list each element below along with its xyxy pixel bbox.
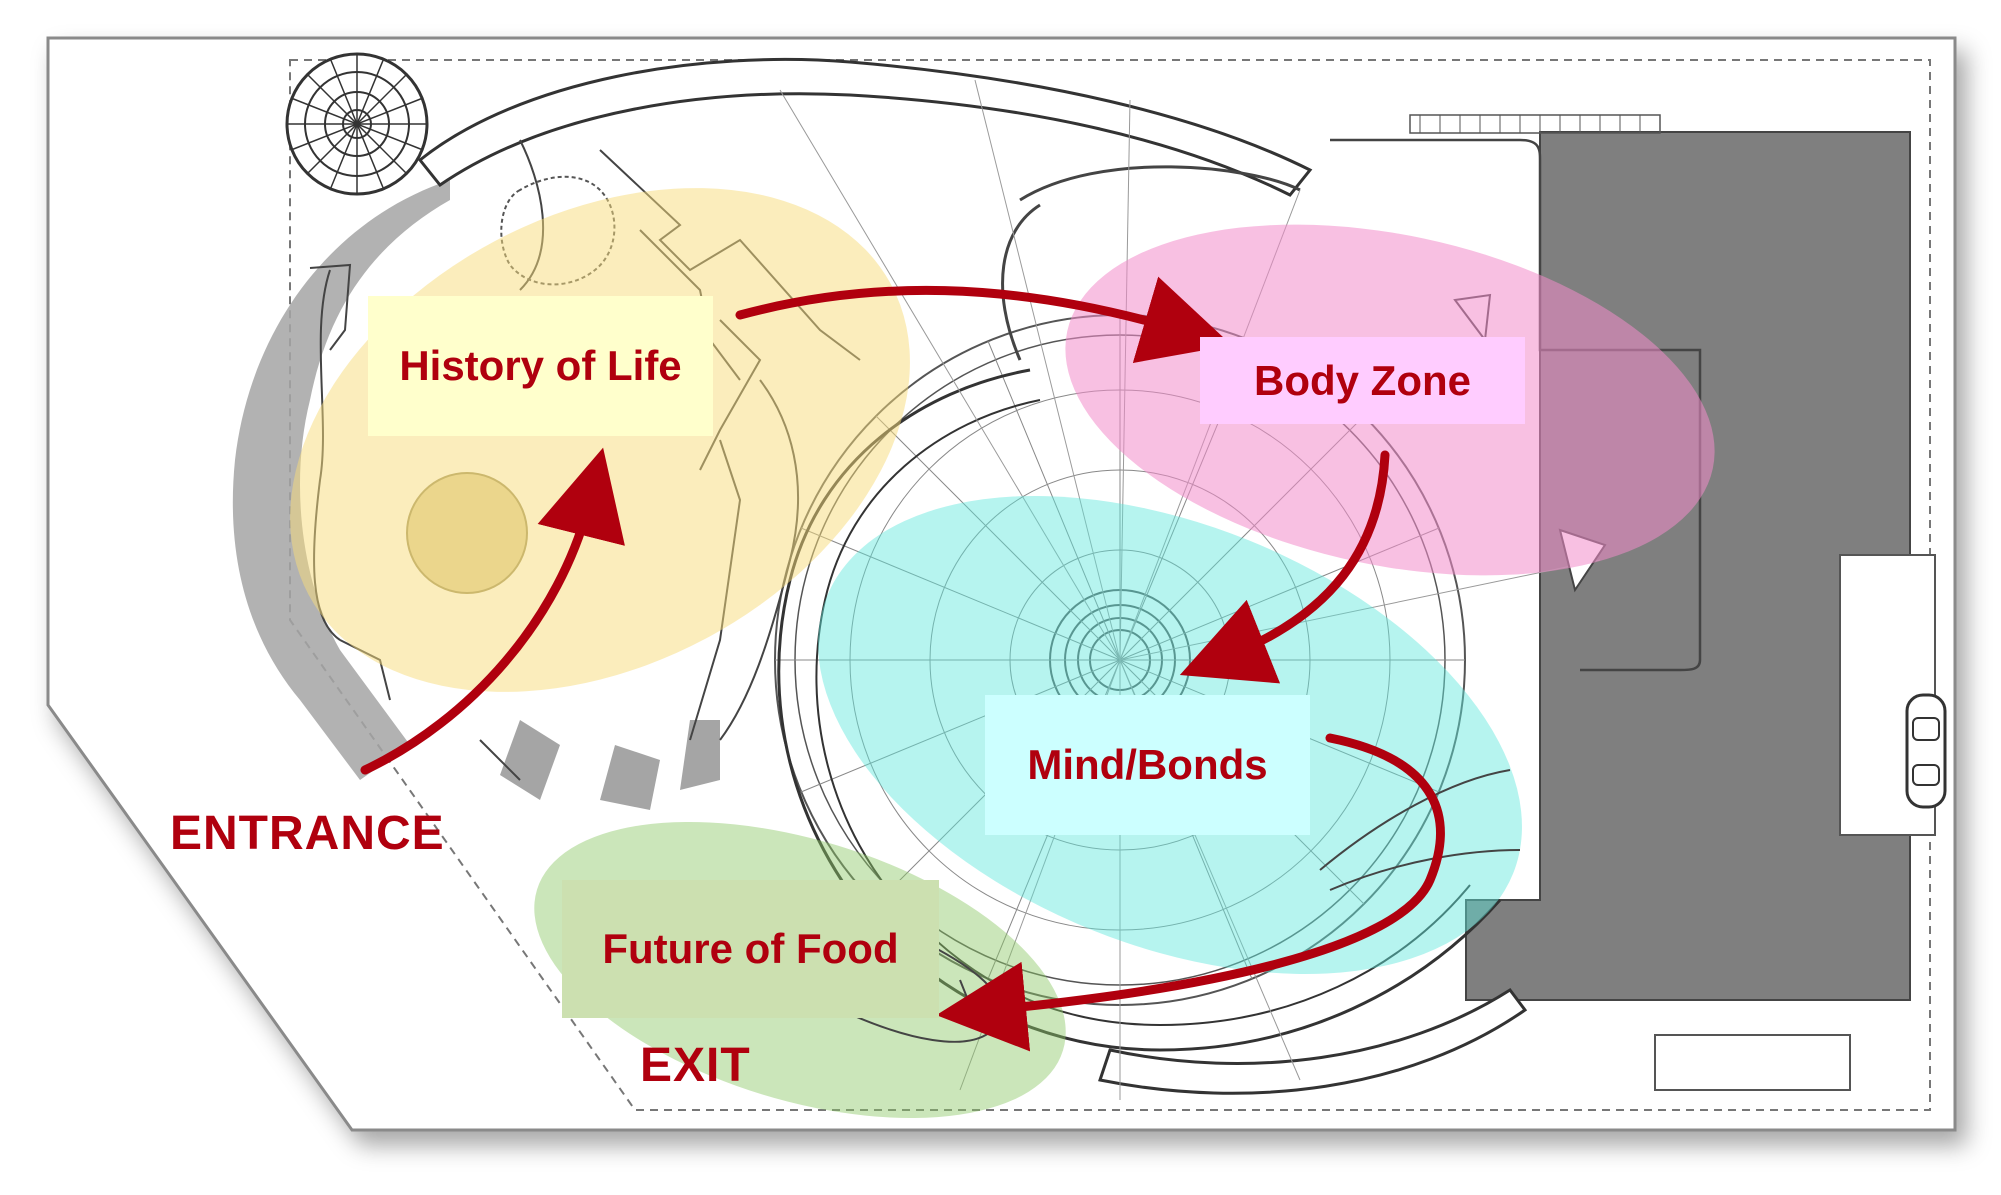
arrow-entrance-to-history	[360, 447, 625, 775]
spiral-stair-icon	[285, 52, 429, 196]
flow-arrow-icon	[360, 276, 1445, 1052]
arrow-history-to-body	[735, 276, 1232, 364]
food-zone-label: Future of Food	[562, 880, 939, 1018]
arrow-body-to-mind	[1179, 450, 1390, 684]
south-curved-wall	[1098, 987, 1528, 1095]
north-curved-wall	[417, 57, 1313, 197]
body-zone-label: Body Zone	[1200, 337, 1525, 424]
history-zone-label: History of Life	[368, 296, 713, 436]
exit-label: EXIT	[640, 1039, 751, 1092]
mind-zone-label: Mind/Bonds	[985, 695, 1310, 835]
car-icon	[1905, 693, 1947, 809]
arrow-mind-to-food	[936, 733, 1445, 1052]
entrance-label: ENTRANCE	[170, 807, 445, 860]
west-shell	[232, 180, 450, 780]
